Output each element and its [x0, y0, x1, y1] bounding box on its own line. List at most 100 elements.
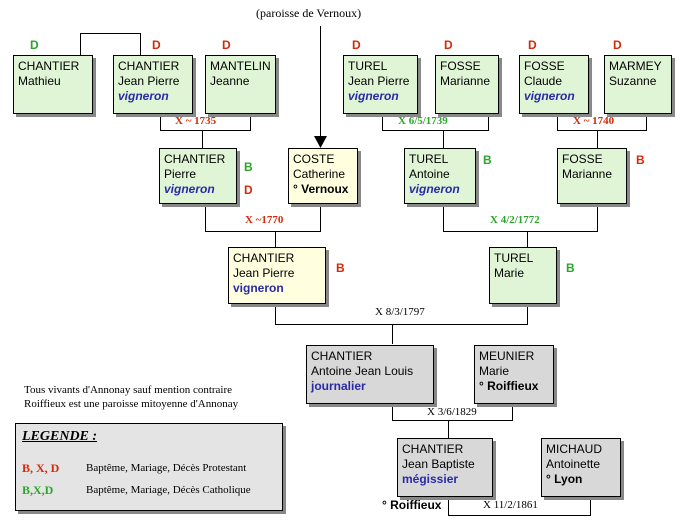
marriage-label: X 8/3/1797 — [375, 306, 425, 318]
connector — [275, 231, 276, 247]
person-turel-antoine[interactable]: TUREL Antoine vigneron — [404, 148, 476, 204]
surname: FOSSE — [524, 59, 565, 73]
tag-b: B — [244, 160, 253, 174]
connector — [646, 114, 647, 130]
occupation: vigneron — [409, 182, 460, 196]
given-name: Mathieu — [18, 74, 61, 88]
person-chantier-antoine-jean-louis[interactable]: CHANTIER Antoine Jean Louis journalier — [306, 345, 434, 404]
connector — [527, 304, 528, 324]
birthplace: ° Roiffieux — [479, 379, 539, 393]
legend-catholic-key: B,X,D — [22, 483, 54, 497]
arrow-head-icon — [314, 136, 327, 148]
given-name: Pierre — [164, 167, 197, 181]
connector — [443, 204, 444, 231]
person-turel-jean-pierre[interactable]: TUREL Jean Pierre vigneron — [343, 55, 418, 114]
connector — [590, 497, 591, 515]
tag-d: D — [444, 38, 453, 52]
given-name: Antoine — [409, 167, 450, 181]
person-chantier-jean-pierre-2[interactable]: CHANTIER Jean Pierre vigneron — [228, 247, 326, 304]
occupation: journalier — [311, 379, 366, 393]
tag-b: B — [336, 261, 345, 275]
person-mantelin-jeanne[interactable]: MANTELIN Jeanne — [205, 55, 276, 114]
given-name: Marianne — [440, 74, 491, 88]
person-chantier-mathieu[interactable]: CHANTIER Mathieu — [13, 55, 93, 114]
connector — [202, 130, 203, 148]
birthplace: ° Lyon — [546, 472, 583, 486]
given-name: Catherine — [293, 167, 346, 181]
person-fosse-claude[interactable]: FOSSE Claude vigneron — [519, 55, 589, 114]
legend-catholic-text: Baptême, Mariage, Décès Catholique — [86, 484, 251, 496]
occupation: vigneron — [348, 89, 399, 103]
given-name: Jean Baptiste — [402, 457, 475, 471]
given-name: Antoine Jean Louis — [311, 364, 414, 378]
connector — [275, 304, 276, 324]
tag-b: B — [636, 153, 645, 167]
person-michaud-antoinette[interactable]: MICHAUD Antoinette ° Lyon — [541, 438, 621, 497]
connector — [392, 404, 393, 420]
surname: FOSSE — [440, 59, 481, 73]
occupation: vigneron — [118, 89, 169, 103]
surname: CHANTIER — [311, 349, 373, 363]
person-fosse-marianne-2[interactable]: FOSSE Marianne — [557, 148, 627, 204]
connector — [140, 33, 141, 55]
given-name: Antoinette — [546, 457, 601, 471]
connector — [443, 231, 598, 232]
person-turel-marie[interactable]: TUREL Marie — [489, 247, 557, 304]
legend-box: LEGENDE : B, X, D Baptême, Mariage, Décè… — [15, 423, 283, 511]
connector — [597, 130, 598, 148]
surname: FOSSE — [562, 152, 603, 166]
connector — [205, 231, 321, 232]
connector — [448, 515, 591, 516]
surname: MANTELIN — [210, 59, 271, 73]
given-name: Jean Pierre — [348, 74, 410, 88]
person-chantier-jean-pierre[interactable]: CHANTIER Jean Pierre vigneron — [113, 55, 193, 114]
marriage-label: X 11/2/1861 — [483, 499, 538, 511]
person-meunier-marie[interactable]: MEUNIER Marie ° Roiffieux — [474, 345, 554, 404]
connector — [512, 404, 513, 420]
connector — [160, 130, 251, 131]
tag-d: D — [244, 183, 253, 197]
marriage-label: X ~ 1735 — [175, 115, 217, 127]
connector — [392, 324, 393, 344]
legend-title: LEGENDE : — [22, 429, 98, 444]
tag-d: D — [528, 38, 537, 52]
connector — [443, 130, 444, 148]
connector — [160, 114, 161, 130]
occupation: vigneron — [164, 182, 215, 196]
surname: CHANTIER — [18, 59, 80, 73]
given-name: Jean Pierre — [118, 74, 180, 88]
person-marmey-suzanne[interactable]: MARMEY Suzanne — [604, 55, 672, 114]
connector — [275, 324, 528, 325]
parish-note: (paroisse de Vernoux) — [256, 6, 362, 20]
person-fosse-marianne[interactable]: FOSSE Marianne — [435, 55, 499, 114]
surname: CHANTIER — [118, 59, 180, 73]
marriage-label: X 6/5/1739 — [398, 115, 448, 127]
connector — [205, 204, 206, 231]
person-coste-catherine[interactable]: COSTE Catherine ° Vernoux — [288, 148, 358, 204]
occupation: vigneron — [524, 89, 575, 103]
connector — [448, 497, 449, 515]
surname: MEUNIER — [479, 349, 535, 363]
surname: TUREL — [348, 59, 388, 73]
tag-b: B — [483, 153, 492, 167]
connector — [382, 114, 383, 130]
connector — [250, 114, 251, 130]
given-name: Suzanne — [609, 74, 657, 88]
given-name: Jean Pierre — [233, 266, 295, 280]
connector — [80, 33, 81, 55]
marriage-label: X ~1770 — [245, 214, 284, 226]
surname: CHANTIER — [233, 251, 295, 265]
person-chantier-jean-baptiste[interactable]: CHANTIER Jean Baptiste mégissier — [397, 438, 493, 497]
marriage-label: X 3/6/1829 — [427, 406, 477, 418]
person-chantier-pierre[interactable]: CHANTIER Pierre vigneron — [159, 148, 237, 204]
connector — [527, 231, 528, 247]
connector — [557, 130, 647, 131]
connector — [488, 114, 489, 130]
surname: CHANTIER — [402, 442, 464, 456]
tag-b: B — [566, 261, 575, 275]
note-line-2: Roiffieux est une paroisse mitoyenne d'A… — [24, 398, 239, 410]
occupation: mégissier — [402, 472, 459, 486]
arrow-line — [320, 26, 321, 138]
legend-protestant-text: Baptême, Mariage, Décès Protestant — [86, 462, 247, 474]
tag-d: D — [352, 38, 361, 52]
